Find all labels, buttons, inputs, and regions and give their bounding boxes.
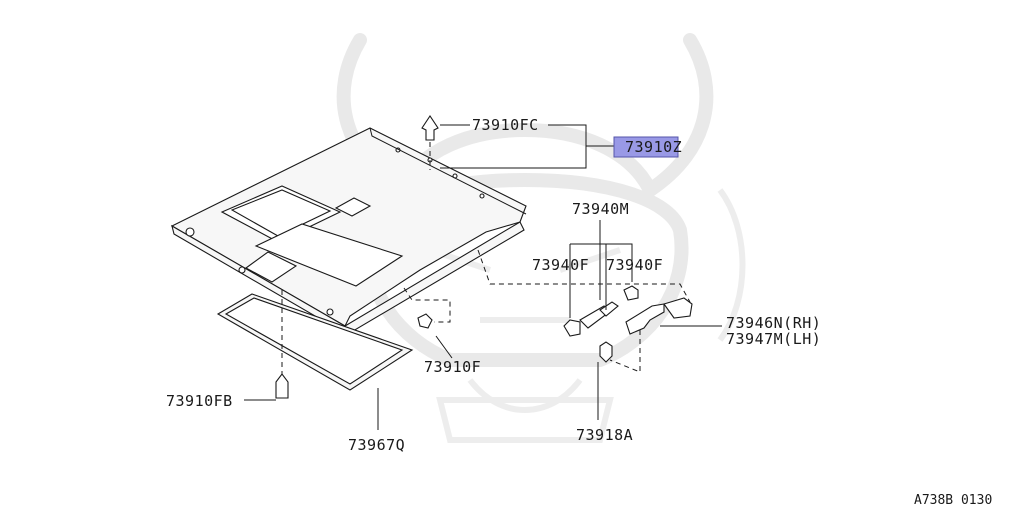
label-73947m[interactable]: 73947M(LH) <box>726 330 821 348</box>
label-73940f-left[interactable]: 73940F <box>532 256 589 274</box>
sunroof-frame <box>216 290 414 391</box>
grip-assembly <box>477 249 693 373</box>
label-73910z[interactable]: 73910Z <box>625 138 682 156</box>
highlight-box <box>613 136 679 158</box>
part-labels: 73910FC 73910Z 73940M 73940F 73940F 7394… <box>166 116 992 508</box>
clip-73910fb <box>275 373 289 399</box>
clip-73910fc <box>421 115 439 170</box>
label-73940f-right[interactable]: 73940F <box>606 256 663 274</box>
label-73910f[interactable]: 73910F <box>424 358 481 376</box>
leader-lines <box>244 124 722 430</box>
label-73967q[interactable]: 73967Q <box>348 436 405 454</box>
label-73918a[interactable]: 73918A <box>576 426 633 444</box>
label-73940m[interactable]: 73940M <box>572 200 629 218</box>
label-73910fc[interactable]: 73910FC <box>472 116 539 134</box>
label-73946n[interactable]: 73946N(RH) <box>726 314 821 332</box>
headlining-board <box>170 127 527 336</box>
diagram-code: A738B 0130 <box>914 493 992 508</box>
label-73910fb[interactable]: 73910FB <box>166 392 233 410</box>
clip-73910f <box>403 287 451 329</box>
